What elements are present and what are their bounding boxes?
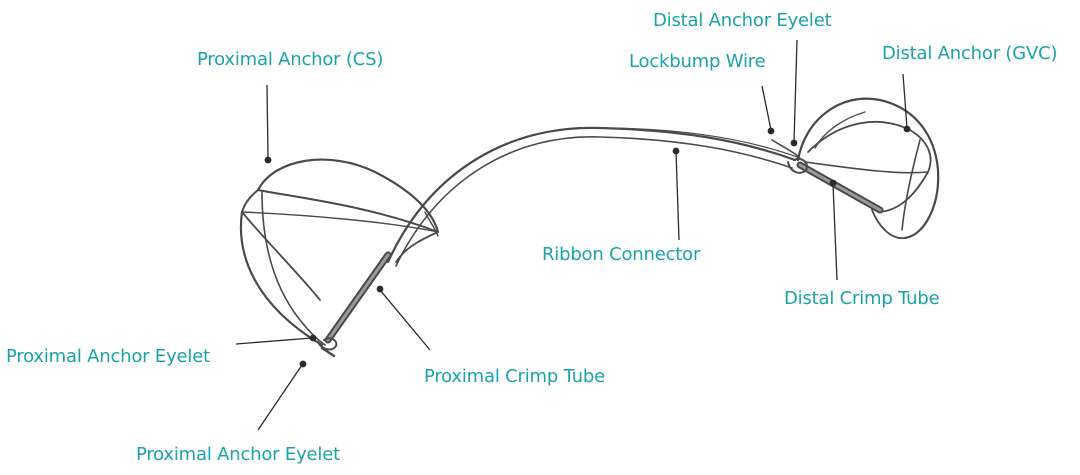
leader-distal-anchor-gvc xyxy=(902,73,908,129)
leader-proximal-anchor-eyelet-upper xyxy=(235,337,313,345)
dot-proximal-crimp-tube xyxy=(376,285,384,293)
label-ribbon-connector: Ribbon Connector xyxy=(542,244,701,265)
leader-distal-crimp-tube xyxy=(832,183,838,281)
leader-lockbump-wire xyxy=(761,85,772,131)
dot-distal-anchor-gvc xyxy=(903,125,911,133)
dot-proximal-anchor-eyelet-lower xyxy=(299,360,307,368)
leader-distal-anchor-eyelet xyxy=(793,39,798,143)
label-distal-crimp-tube: Distal Crimp Tube xyxy=(784,288,940,309)
label-lockbump-wire: Lockbump Wire xyxy=(629,51,766,72)
proximal-crimp-tube xyxy=(324,251,392,344)
dot-distal-anchor-eyelet xyxy=(790,139,798,147)
dot-ribbon-connector xyxy=(672,147,680,155)
distal-anchor-eyelet xyxy=(787,158,808,174)
distal-anchor-loops xyxy=(796,97,940,240)
label-distal-anchor-gvc: Distal Anchor (GVC) xyxy=(882,43,1058,64)
dot-lockbump-wire xyxy=(767,127,775,135)
proximal-anchor-loops xyxy=(239,158,440,347)
label-proximal-anchor-cs: Proximal Anchor (CS) xyxy=(197,49,384,70)
proximal-anchor-eyelet xyxy=(317,337,338,358)
leader-proximal-crimp-tube xyxy=(379,289,431,351)
label-distal-anchor-eyelet: Distal Anchor Eyelet xyxy=(653,10,832,31)
label-proximal-anchor-eyelet-upper: Proximal Anchor Eyelet xyxy=(6,346,210,367)
leader-proximal-anchor-cs xyxy=(266,84,269,159)
dot-distal-crimp-tube xyxy=(829,179,837,187)
ribbon-connector-wire xyxy=(386,126,801,267)
distal-crimp-tube xyxy=(796,161,884,214)
label-proximal-anchor-eyelet-lower: Proximal Anchor Eyelet xyxy=(136,444,340,465)
dot-proximal-anchor-eyelet-upper xyxy=(309,334,317,342)
dot-proximal-anchor-cs xyxy=(264,156,272,164)
lockbump-wire xyxy=(771,139,799,157)
leader-ribbon-connector xyxy=(675,151,680,241)
leader-proximal-anchor-eyelet-lower xyxy=(257,364,303,431)
label-proximal-crimp-tube: Proximal Crimp Tube xyxy=(424,366,605,387)
